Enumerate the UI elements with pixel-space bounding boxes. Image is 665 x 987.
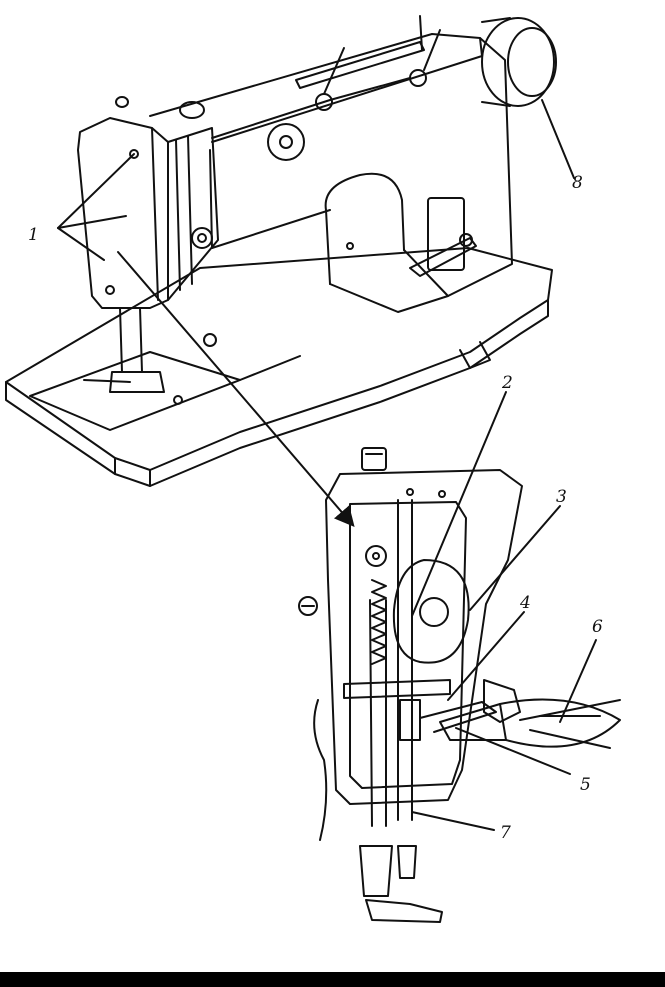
callout-leaders (411, 99, 597, 831)
handwheel (481, 17, 557, 107)
callout-4: 4 (519, 593, 531, 613)
face-plate-head (77, 117, 219, 405)
machine-bed (5, 247, 553, 487)
screwdriver-tool (439, 698, 621, 749)
callout-1: 1 (28, 225, 39, 245)
callout-8: 8 (572, 173, 583, 193)
callout-5: 5 (580, 775, 591, 795)
callout-2: 2 (501, 373, 513, 393)
callout-6: 6 (592, 617, 603, 637)
machine-arm (115, 15, 513, 347)
callout-3: 3 (556, 487, 567, 507)
callout-7: 7 (500, 823, 511, 843)
bottom-border (0, 972, 665, 987)
callout-1-pointers (57, 153, 355, 528)
detail-view (298, 447, 523, 923)
callout-labels: 1 2 3 4 5 6 7 8 (28, 173, 603, 843)
